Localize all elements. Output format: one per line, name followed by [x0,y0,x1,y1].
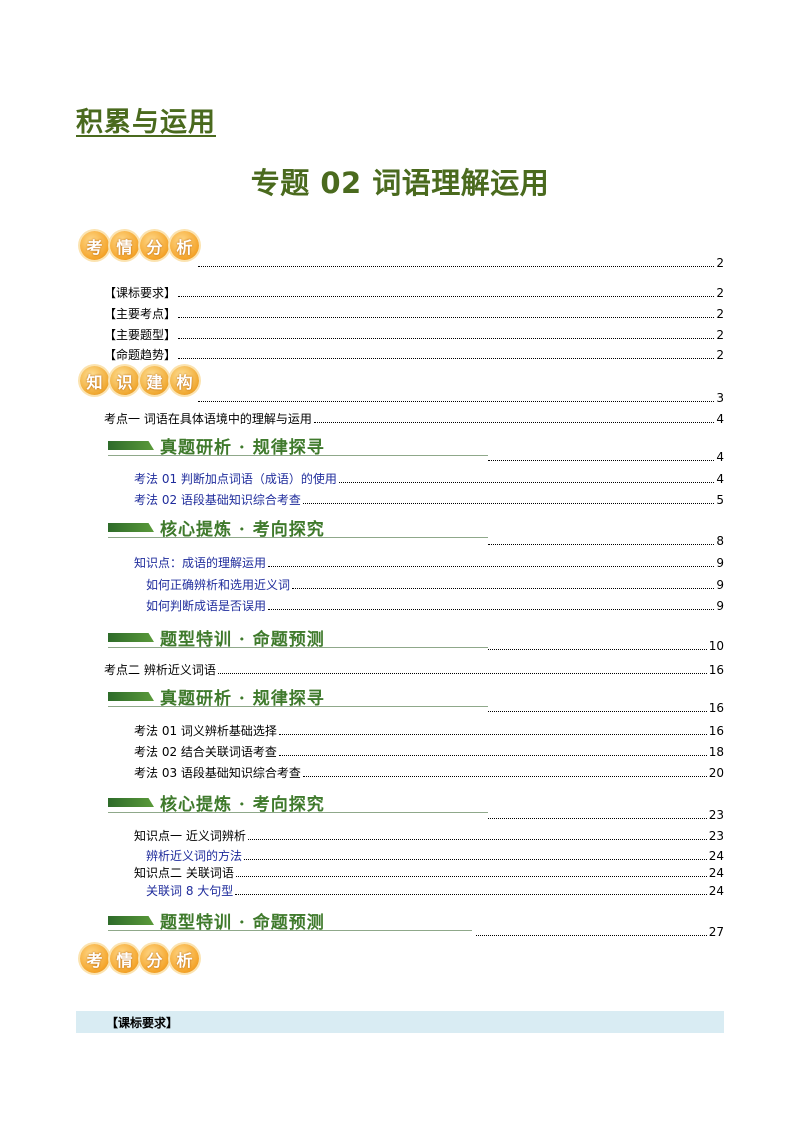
banner-underline [108,537,488,538]
banner-training: 题型特训 · 命题预测 [108,908,325,933]
badge-char: 构 [170,366,199,395]
banner-underline [108,706,488,707]
badge-char: 析 [170,944,199,973]
badge-char: 析 [170,231,199,260]
banner-underline [108,930,472,931]
banner-real-questions: 真题研析 · 规律探寻 [108,433,325,458]
banner-underline [108,812,488,813]
toc-entry[interactable]: 27 [474,923,724,939]
analysis-badge: 考 情 分 析 [80,231,199,260]
banner-bar-icon [108,633,154,642]
badge-char: 分 [140,231,169,260]
toc-entry[interactable]: 10 [486,637,724,653]
toc-entry[interactable]: 【主要考点】2 [104,307,724,321]
toc-entry[interactable]: 16 [486,699,724,715]
banner-real-questions: 真题研析 · 规律探寻 [108,684,325,709]
toc-entry[interactable]: 8 [486,532,724,548]
section-header-label: 【课标要求】 [106,1016,179,1030]
badge-char: 分 [140,944,169,973]
badge-char: 建 [140,366,169,395]
toc-entry[interactable]: 【课标要求】2 [104,286,724,300]
analysis-badge: 考 情 分 析 [80,944,199,973]
badge-char: 情 [110,231,139,260]
banner-underline [108,647,488,648]
banner-bar-icon [108,798,154,807]
toc-entry[interactable]: 【命题趋势】2 [104,348,724,362]
toc-entry-analysis[interactable]: 2 [196,254,724,270]
banner-core-refine: 核心提炼 · 考向探究 [108,790,325,815]
toc-entry[interactable]: 23 [486,806,724,822]
banner-training: 题型特训 · 命题预测 [108,625,325,650]
toc-entry-knowledge[interactable]: 3 [196,389,724,405]
toc-entry[interactable]: 4 [486,448,724,464]
banner-core-refine: 核心提炼 · 考向探究 [108,515,325,540]
section-header-bar: 【课标要求】 [76,1011,724,1033]
badge-char: 情 [110,944,139,973]
badge-char: 考 [80,231,109,260]
badge-char: 识 [110,366,139,395]
badge-char: 知 [80,366,109,395]
page-title: 专题 02 词语理解运用 [250,166,550,200]
category-title: 积累与运用 [76,107,216,138]
toc-entry[interactable]: 【主要题型】2 [104,328,724,342]
banner-bar-icon [108,692,154,701]
banner-underline [108,455,488,456]
banner-bar-icon [108,441,154,450]
badge-char: 考 [80,944,109,973]
banner-bar-icon [108,916,154,925]
knowledge-badge: 知 识 建 构 [80,366,199,395]
banner-bar-icon [108,523,154,532]
